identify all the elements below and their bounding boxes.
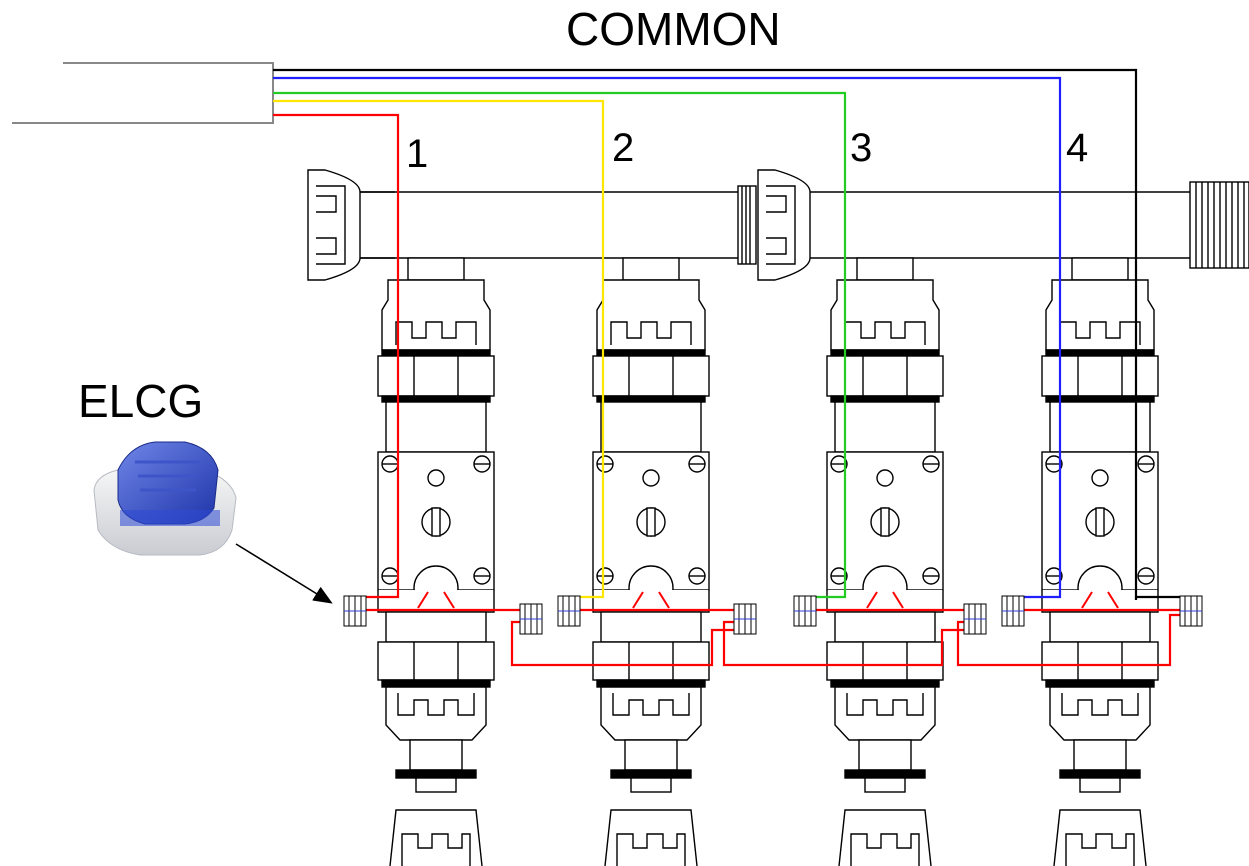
valve-body-1	[377, 257, 495, 866]
common-label: COMMON	[566, 3, 781, 55]
cable-jacket	[12, 62, 274, 124]
zone-3-label: 3	[850, 126, 873, 170]
pipe-threaded-end	[1189, 181, 1249, 269]
zone-1-label: 1	[406, 132, 429, 176]
zone-4-label: 4	[1066, 126, 1089, 170]
wire-splice-5	[793, 595, 817, 627]
valve-body-4	[1041, 257, 1159, 866]
wire-splice-7	[1001, 595, 1025, 627]
common-wire	[273, 68, 1192, 600]
pipe-coupling	[737, 169, 811, 281]
wire-splice-6	[963, 603, 987, 635]
solenoid-daisy-chain-wire	[356, 608, 1190, 667]
pipe-end-cap-left	[307, 169, 395, 281]
splice-connectors	[343, 595, 1203, 635]
valve-group	[377, 257, 1159, 866]
zone-wire-4	[273, 76, 1062, 599]
wire-splice-8	[1179, 595, 1203, 627]
pointer-arrow	[235, 543, 333, 604]
zone-wire-2	[273, 99, 605, 599]
zone-wire-3	[273, 91, 847, 599]
zone-2-label: 2	[612, 126, 635, 170]
valve-body-2	[592, 257, 710, 866]
wire-splice-2	[519, 603, 543, 635]
valve-body-3	[826, 257, 944, 866]
wire-splice-1	[343, 595, 367, 627]
gel-splice-connector-icon	[93, 441, 237, 556]
wire-splice-3	[557, 595, 581, 627]
wire-splice-4	[733, 603, 757, 635]
zone-wire-1	[273, 113, 400, 599]
elcg-connector-label: ELCG	[78, 375, 204, 427]
